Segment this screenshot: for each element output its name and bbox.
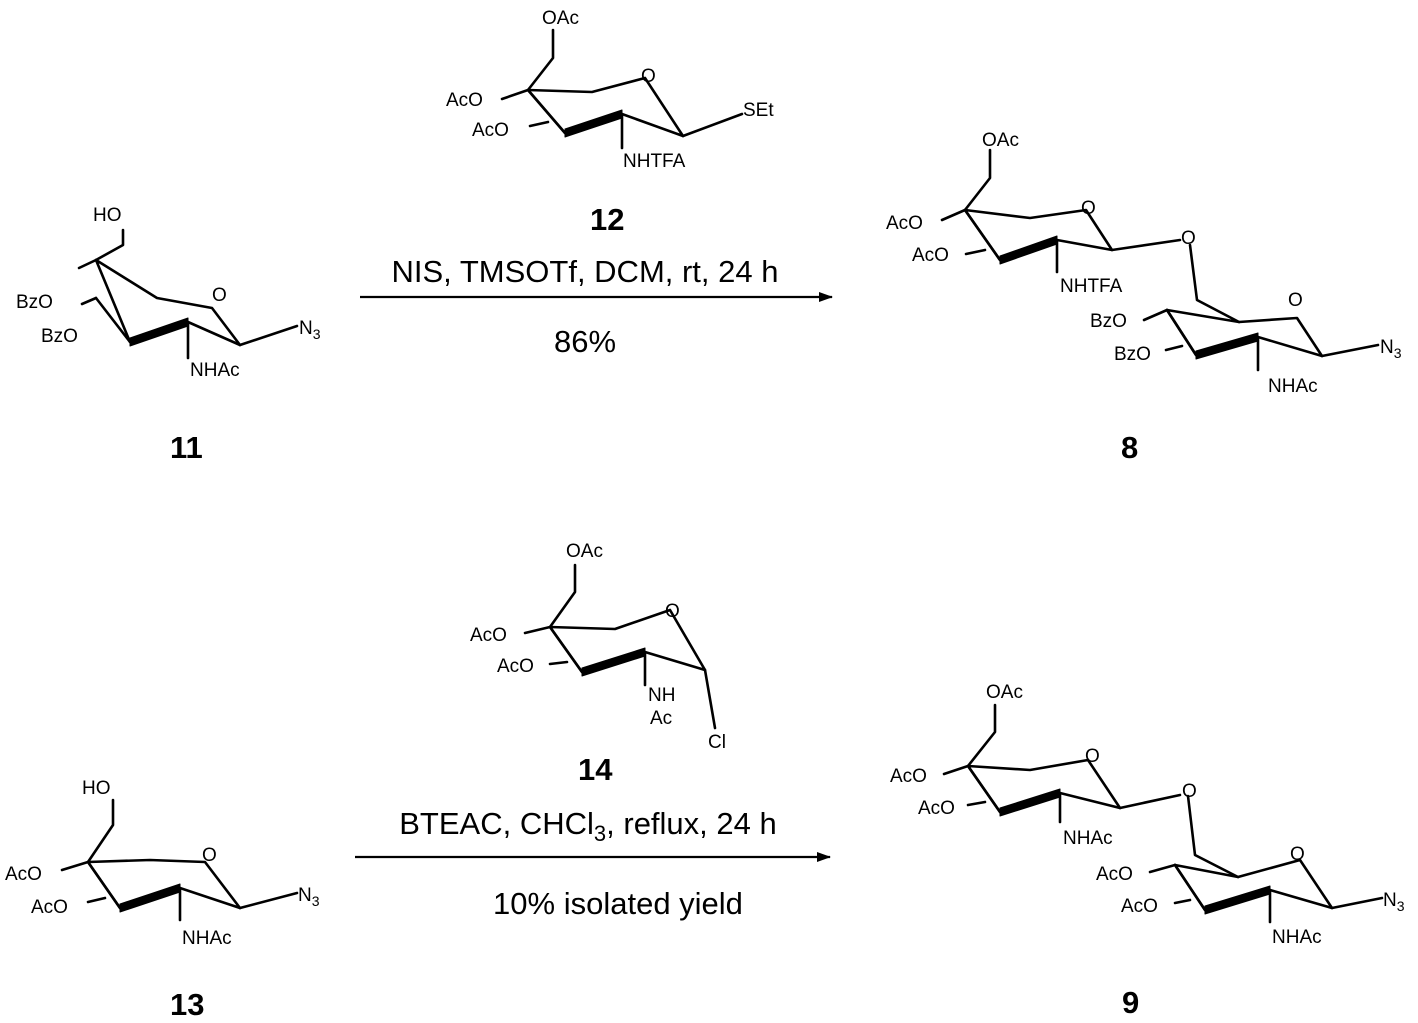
c8-bottom-bzo-lower-label: BzO — [1114, 344, 1151, 365]
c14-ring-oxygen-label: O — [665, 601, 680, 622]
c11-ring-oxygen-label: O — [212, 285, 227, 306]
c14-ac-label: Ac — [650, 708, 672, 729]
c13-aco-lower-label: AcO — [31, 897, 68, 918]
c13-ring-oxygen-label: O — [202, 845, 217, 866]
c9-azide-label: N3 — [1383, 890, 1405, 914]
c11-bzo-upper-label: BzO — [16, 292, 53, 313]
compound-9-bonds — [942, 703, 1384, 924]
compound-11: HO BzO BzO O NHAc N3 11 — [16, 205, 321, 465]
c11-azide-label: N3 — [299, 318, 321, 342]
c8-azide-label: N3 — [1380, 337, 1402, 361]
c12-aco-lower-label: AcO — [472, 120, 509, 141]
compound-11-bonds — [77, 228, 299, 360]
compound-number-8: 8 — [1121, 430, 1138, 465]
c9-top-ring-oxygen-label: O — [1085, 746, 1100, 767]
compound-number-13: 13 — [170, 987, 204, 1022]
c14-chloride-label: Cl — [708, 732, 726, 753]
c14-oac-top-label: OAc — [566, 541, 603, 562]
c13-hydroxyl-label: HO — [82, 778, 111, 799]
c8-top-nhtfa-label: NHTFA — [1060, 276, 1123, 297]
c14-aco-lower-label: AcO — [497, 656, 534, 677]
c9-bottom-nhac-label: NHAc — [1272, 927, 1322, 948]
c8-bottom-nhac-label: NHAc — [1268, 376, 1318, 397]
c8-top-aco-lower-label: AcO — [912, 245, 949, 266]
compound-12: OAc AcO AcO O NHTFA SEt 12 — [446, 8, 774, 237]
c14-nh-label: NH — [648, 685, 675, 706]
c14-aco-upper-label: AcO — [470, 625, 507, 646]
compound-8: OAc AcO AcO O NHTFA O BzO BzO O NHAc N3 … — [886, 130, 1402, 465]
c9-bottom-aco-lower-label: AcO — [1121, 896, 1158, 917]
c9-top-aco-upper-label: AcO — [890, 766, 927, 787]
compound-13: HO AcO AcO O NHAc N3 13 — [5, 778, 320, 1022]
c8-glycosidic-oxygen-label: O — [1181, 228, 1196, 249]
c11-hydroxyl-label: HO — [93, 205, 122, 226]
reaction-1-yield: 86% — [554, 324, 616, 359]
c12-set-label: SEt — [743, 100, 774, 121]
c13-nhac-label: NHAc — [182, 928, 232, 949]
c8-top-oac-label: OAc — [982, 130, 1019, 151]
compound-number-11: 11 — [170, 430, 203, 465]
compound-12-bonds — [500, 28, 744, 150]
c13-aco-upper-label: AcO — [5, 864, 42, 885]
reaction-1: NIS, TMSOTf, DCM, rt, 24 h 86% — [360, 254, 833, 359]
reaction-2-yield: 10% isolated yield — [493, 886, 743, 921]
c9-top-nhac-label: NHAc — [1063, 828, 1113, 849]
reaction-2-conditions: BTEAC, CHCl3, reflux, 24 h — [399, 806, 776, 846]
c13-azide-label: N3 — [298, 885, 320, 909]
compound-9: OAc AcO AcO O NHAc O AcO AcO O NHAc N3 9 — [890, 682, 1405, 1020]
reaction-2: BTEAC, CHCl3, reflux, 24 h 10% isolated … — [355, 806, 831, 921]
c8-top-ring-oxygen-label: O — [1081, 198, 1096, 219]
c9-top-oac-label: OAc — [986, 682, 1023, 703]
compound-13-bonds — [60, 798, 299, 922]
reaction-1-conditions: NIS, TMSOTf, DCM, rt, 24 h — [392, 254, 779, 289]
c9-top-aco-lower-label: AcO — [918, 798, 955, 819]
compound-number-12: 12 — [590, 202, 624, 237]
c11-bzo-lower-label: BzO — [41, 326, 78, 347]
c12-ring-oxygen-label: O — [641, 66, 656, 87]
compound-14: OAc AcO AcO O NH Ac Cl 14 — [470, 541, 726, 787]
c9-bottom-ring-oxygen-label: O — [1290, 844, 1305, 865]
c12-aco-upper-label: AcO — [446, 90, 483, 111]
c8-top-aco-upper-label: AcO — [886, 213, 923, 234]
c9-glycosidic-oxygen-label: O — [1182, 781, 1197, 802]
c9-bottom-aco-upper-label: AcO — [1096, 864, 1133, 885]
compound-14-bonds — [523, 563, 717, 730]
compound-number-9: 9 — [1122, 985, 1139, 1020]
c11-nhac-label: NHAc — [190, 360, 240, 381]
c12-nhtfa-label: NHTFA — [623, 151, 686, 172]
c8-bottom-bzo-upper-label: BzO — [1090, 311, 1127, 332]
compound-number-14: 14 — [578, 752, 613, 787]
compound-8-bonds — [940, 148, 1380, 372]
c8-bottom-ring-oxygen-label: O — [1288, 290, 1303, 311]
c12-oac-top-label: OAc — [542, 8, 579, 29]
